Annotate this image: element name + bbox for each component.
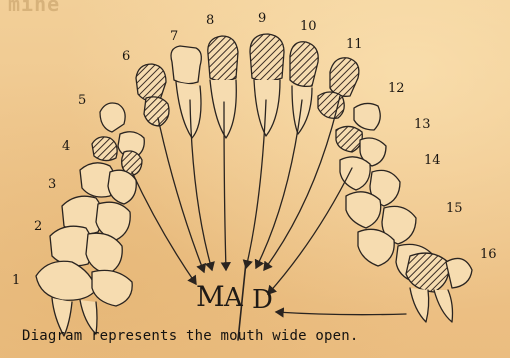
tooth-number-13: 13 bbox=[414, 117, 431, 132]
tooth-5b bbox=[144, 97, 169, 126]
tooth-7-root bbox=[176, 82, 201, 138]
arrow-from-16 bbox=[276, 312, 406, 315]
tooth-number-12: 12 bbox=[388, 81, 405, 96]
tooth-number-6: 6 bbox=[122, 49, 130, 64]
tooth-4 bbox=[92, 137, 117, 161]
tooth-5 bbox=[100, 103, 125, 132]
tooth-number-11: 11 bbox=[346, 37, 363, 52]
jaw-label-m: M bbox=[196, 280, 225, 313]
tooth-9 bbox=[250, 34, 284, 81]
tooth-7 bbox=[171, 46, 201, 84]
tooth-number-2: 2 bbox=[34, 219, 42, 234]
arrow-left-lateral bbox=[132, 172, 196, 284]
tooth-number-9: 9 bbox=[258, 11, 266, 26]
jaw-label-d: D bbox=[252, 285, 273, 315]
tooth-number-5: 5 bbox=[78, 93, 86, 108]
tooth-10-root bbox=[292, 86, 312, 134]
upper-front-teeth bbox=[100, 34, 380, 138]
tooth-number-3: 3 bbox=[48, 177, 56, 192]
tooth-number-10: 10 bbox=[300, 19, 317, 34]
left-lateral-teeth bbox=[36, 132, 144, 336]
tooth-number-4: 4 bbox=[62, 139, 70, 154]
tooth-number-16: 16 bbox=[480, 247, 497, 262]
tooth-11 bbox=[330, 58, 359, 97]
tooth-8-root bbox=[210, 80, 236, 138]
tooth-6 bbox=[136, 64, 166, 101]
tooth-10 bbox=[290, 42, 318, 87]
tooth-number-14: 14 bbox=[424, 153, 441, 168]
tooth-12b bbox=[354, 103, 380, 130]
tooth-1 bbox=[36, 261, 96, 300]
right-lateral-teeth bbox=[336, 126, 472, 322]
tooth-number-7: 7 bbox=[170, 29, 178, 44]
diagram-caption: Diagram represents the mouth wide open. bbox=[22, 328, 359, 344]
tooth-16 bbox=[406, 253, 449, 292]
arrow-right-lateral bbox=[268, 168, 352, 294]
tooth-8 bbox=[208, 36, 238, 81]
tooth-number-8: 8 bbox=[206, 13, 214, 28]
tooth-number-15: 15 bbox=[446, 201, 463, 216]
jaw-label-a: A bbox=[223, 283, 244, 313]
tooth-9-root bbox=[254, 80, 280, 136]
tooth-number-1: 1 bbox=[12, 273, 20, 288]
